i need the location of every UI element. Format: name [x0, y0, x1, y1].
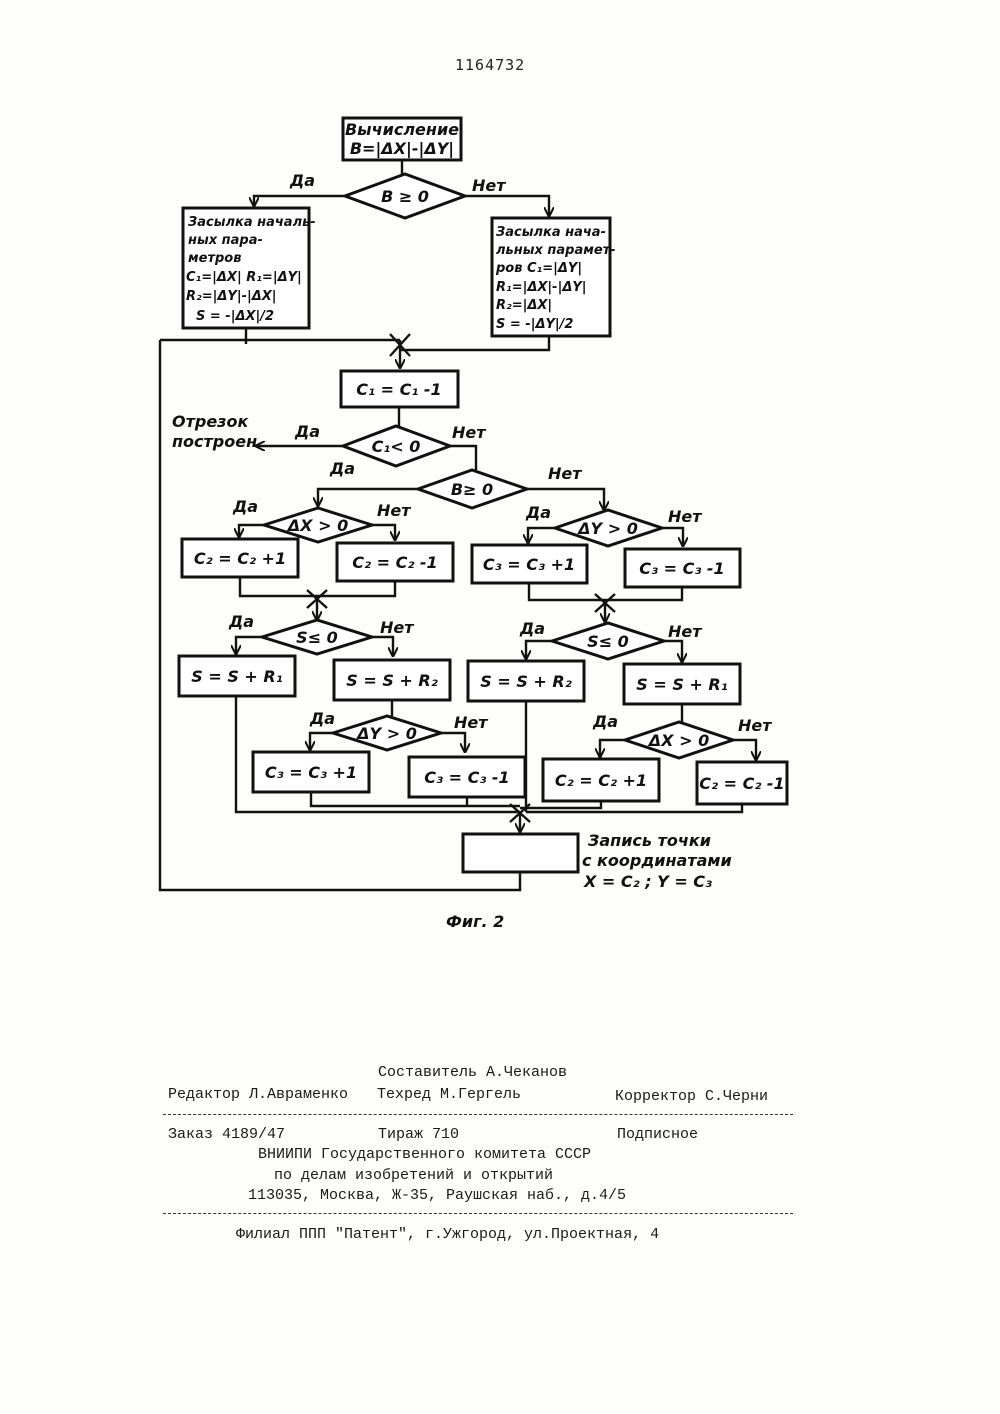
decision-dy-low-label: ΔY > 0: [355, 724, 417, 743]
c2-plus-label-left: C₂ = C₂ +1: [194, 549, 286, 568]
no-label-dxlow: Нет: [738, 716, 773, 735]
s-plus-r1-label-right: S = S + R₁: [636, 675, 727, 694]
record-point-line3: X = C₂ ; Y = C₃: [583, 872, 712, 891]
no-label-top: Нет: [472, 176, 507, 195]
decision-c1-label: C₁< 0: [372, 437, 421, 456]
decision-dy-right-label: ΔY > 0: [576, 519, 638, 538]
c2-minus-label-low: C₂ = C₂ -1: [699, 774, 784, 793]
imprint-editor: Редактор Л.Авраменко: [168, 1086, 348, 1103]
start-box-line2: B=|ΔX|-|ΔY|: [350, 139, 454, 159]
decision-s-right-label: S≤ 0: [587, 632, 629, 651]
divider-1: [163, 1114, 793, 1115]
right-init-line2: льных парамет-: [496, 243, 616, 258]
yes-label-dxlow: Да: [592, 712, 618, 731]
imprint-org-line2: по делам изобретений и открытий: [274, 1167, 553, 1184]
left-init-line4: C₁=|ΔX| R₁=|ΔY|: [186, 270, 302, 285]
right-init-line5: R₂=|ΔX|: [496, 298, 552, 313]
yes-label-bmid: Да: [329, 459, 355, 478]
decision-dx-left-label: ΔX > 0: [286, 516, 348, 535]
record-point-line2: с координатами: [582, 851, 732, 870]
s-plus-r2-label-right: S = S + R₂: [480, 672, 571, 691]
c2-plus-label-low: C₂ = C₂ +1: [555, 771, 647, 790]
divider-2: [163, 1213, 793, 1214]
segment-done-line2: построен: [172, 432, 257, 451]
decision-b-top-label: B ≥ 0: [381, 187, 429, 206]
left-init-line2: ных пара-: [188, 233, 263, 248]
left-init-line1: Засылка началь-: [188, 215, 316, 230]
yes-label-c1: Да: [294, 422, 320, 441]
no-label-dyl: Нет: [454, 713, 489, 732]
yes-label-dyl: Да: [309, 709, 335, 728]
right-init-line6: S = -|ΔY|/2: [496, 317, 573, 332]
yes-label-dyr: Да: [525, 503, 551, 522]
imprint-compiler: Составитель А.Чеканов: [378, 1064, 567, 1081]
c3-plus-label-right: C₃ = C₃ +1: [483, 555, 575, 574]
right-init-line4: R₁=|ΔX|-|ΔY|: [496, 280, 587, 295]
no-label-sl: Нет: [380, 618, 415, 637]
c3-minus-label-right: C₃ = C₃ -1: [639, 559, 724, 578]
decision-s-left-label: S≤ 0: [296, 628, 338, 647]
imprint-org-line1: ВНИИПИ Государственного комитета СССР: [258, 1146, 591, 1163]
flowchart: Вычисление B=|ΔX|-|ΔY| B ≥ 0 Да Нет Засы…: [0, 0, 1000, 960]
no-label-dxl: Нет: [377, 501, 412, 520]
no-label-bmid: Нет: [548, 464, 583, 483]
right-init-line3: ров C₁=|ΔY|: [495, 261, 582, 276]
no-label-c1: Нет: [452, 423, 487, 442]
imprint-subscription: Подписное: [617, 1126, 698, 1143]
imprint-circulation: Тираж 710: [378, 1126, 459, 1143]
decrement-box-label: C₁ = C₁ -1: [356, 380, 441, 399]
s-plus-r1-label-left: S = S + R₁: [191, 667, 282, 686]
c3-plus-label-low: C₃ = C₃ +1: [265, 763, 357, 782]
yes-label-sl: Да: [228, 612, 254, 631]
figure-caption: Фиг. 2: [446, 912, 504, 931]
left-init-line6: S = -|ΔX|/2: [196, 309, 274, 324]
left-init-line5: R₂=|ΔY|-|ΔX|: [186, 289, 277, 304]
no-label-dyr: Нет: [668, 507, 703, 526]
yes-label-sr: Да: [519, 619, 545, 638]
right-init-line1: Засылка нача-: [496, 225, 606, 240]
imprint-order: Заказ 4189/47: [168, 1126, 285, 1143]
left-init-line3: метров: [188, 251, 241, 266]
decision-b-mid-label: B≥ 0: [451, 480, 493, 499]
imprint-corrector: Корректор С.Черни: [615, 1088, 768, 1105]
decision-dx-low-label: ΔX > 0: [647, 731, 709, 750]
imprint-org-line3: 113035, Москва, Ж-35, Раушская наб., д.4…: [248, 1187, 626, 1204]
segment-done-line1: Отрезок: [172, 412, 249, 431]
c3-minus-label-low: C₃ = C₃ -1: [424, 768, 509, 787]
yes-label-dxl: Да: [232, 497, 258, 516]
record-point-line1: Запись точки: [587, 831, 711, 850]
no-label-sr: Нет: [668, 622, 703, 641]
imprint-techred: Техред М.Гергель: [377, 1086, 521, 1103]
c2-minus-label-left: C₂ = C₂ -1: [352, 553, 437, 572]
start-box-line1: Вычисление: [345, 120, 459, 139]
record-point-box: [463, 834, 578, 872]
s-plus-r2-label-left: S = S + R₂: [346, 671, 437, 690]
imprint-branch: Филиал ППП "Патент", г.Ужгород, ул.Проек…: [236, 1226, 659, 1243]
yes-label-top: Да: [289, 171, 315, 190]
